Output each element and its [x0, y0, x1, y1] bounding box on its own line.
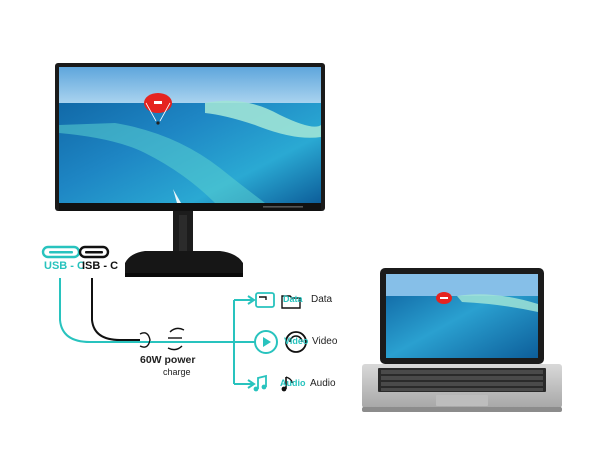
power-charge-title: 60W power	[140, 354, 196, 366]
desktop-monitor	[55, 63, 325, 281]
video-tag: Video	[284, 336, 309, 346]
usb-c-secondary-port-label: ISB - C	[82, 260, 119, 272]
video-label: Video	[312, 336, 338, 347]
usb-c-port-label: USB - C	[44, 260, 85, 272]
data-tag: Data	[283, 294, 303, 304]
audio-label: Audio	[310, 378, 336, 389]
audio-tag: Audio	[280, 378, 306, 388]
laptop	[362, 268, 562, 416]
data-icon	[255, 292, 275, 308]
laptop-illustration	[362, 268, 562, 412]
folder-icon	[281, 295, 301, 309]
power-charge-subtitle: charge	[163, 367, 191, 377]
monitor-illustration	[55, 63, 325, 277]
data-label: Data	[311, 294, 333, 305]
